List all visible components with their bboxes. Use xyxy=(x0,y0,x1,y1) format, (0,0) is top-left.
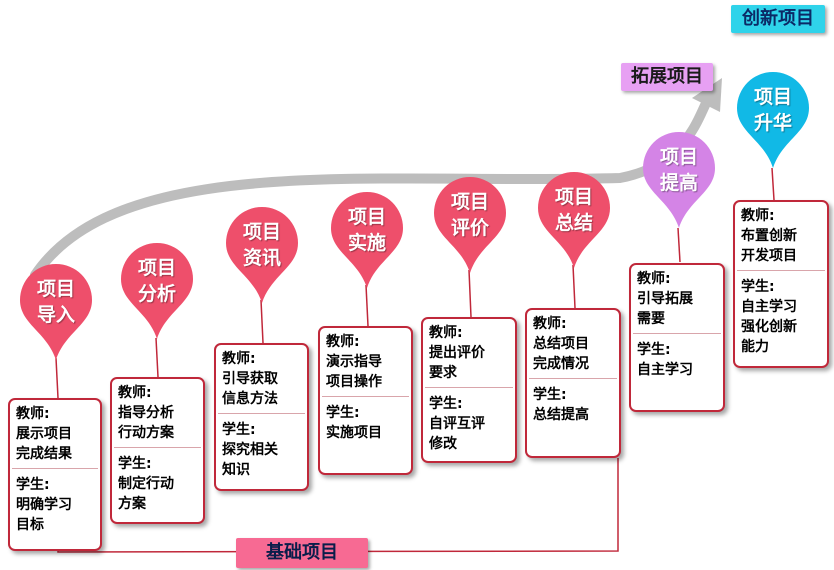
student-text: 探究相关 知识 xyxy=(222,442,278,478)
student-label: 学生: xyxy=(326,405,360,421)
stage-pin-5: 项目 评价 xyxy=(431,175,509,275)
pin-marker-icon xyxy=(226,206,298,303)
stage-card-5: 教师: 提出评价 要求 学生: 自评互评 修改 xyxy=(421,317,517,463)
foundation-project-tag: 基础项目 xyxy=(236,538,368,568)
card-divider xyxy=(425,387,513,388)
stage-pin-7: 项目 提高 xyxy=(640,130,718,230)
card-divider xyxy=(322,396,409,397)
card-divider xyxy=(218,413,305,414)
teacher-label: 教师: xyxy=(222,351,256,367)
card-divider xyxy=(737,270,825,271)
teacher-label: 教师: xyxy=(741,208,775,224)
pin-marker-icon xyxy=(19,263,92,360)
stage-pin-2: 项目 分析 xyxy=(118,241,196,341)
teacher-label: 教师: xyxy=(429,325,463,341)
student-text: 总结提高 xyxy=(533,407,589,423)
student-label: 学生: xyxy=(118,456,152,472)
card-divider xyxy=(529,378,617,379)
student-text: 明确学习 目标 xyxy=(16,497,72,533)
card-divider xyxy=(114,447,201,448)
student-text: 自主学习 强化创新 能力 xyxy=(741,299,797,355)
innovation-project-tag: 创新项目 xyxy=(731,5,825,33)
pin-marker-icon xyxy=(737,71,809,168)
teacher-text: 提出评价 要求 xyxy=(429,345,485,381)
teacher-label: 教师: xyxy=(637,271,671,287)
student-label: 学生: xyxy=(637,342,671,358)
pin-marker-icon xyxy=(331,191,403,288)
stage-card-1: 教师: 展示项目 完成结果 学生: 明确学习 目标 xyxy=(8,398,102,551)
stage-pin-4: 项目 实施 xyxy=(328,190,406,290)
card-divider xyxy=(633,333,721,334)
pin-marker-icon xyxy=(538,171,610,268)
student-label: 学生: xyxy=(533,387,567,403)
student-label: 学生: xyxy=(222,422,256,438)
teacher-text: 指导分析 行动方案 xyxy=(118,405,174,441)
pin-marker-icon xyxy=(643,131,715,228)
student-text: 制定行动 方案 xyxy=(118,476,174,512)
stage-title: 项目 评价 xyxy=(450,191,489,239)
teacher-text: 总结项目 完成情况 xyxy=(533,336,589,372)
teacher-text: 引导获取 信息方法 xyxy=(222,371,278,407)
stage-title: 项目 资讯 xyxy=(242,221,281,269)
stage-card-7: 教师: 引导拓展 需要 学生: 自主学习 xyxy=(629,263,725,412)
teacher-text: 演示指导 项目操作 xyxy=(326,354,382,390)
teacher-label: 教师: xyxy=(533,316,567,332)
extension-project-tag: 拓展项目 xyxy=(621,63,713,91)
pin-marker-icon xyxy=(434,176,506,273)
teacher-label: 教师: xyxy=(16,406,50,422)
stage-card-8: 教师: 布置创新 开发项目 学生: 自主学习 强化创新 能力 xyxy=(733,200,829,368)
stage-pin-6: 项目 总结 xyxy=(535,170,613,270)
teacher-label: 教师: xyxy=(326,334,360,350)
stage-title: 项目 提高 xyxy=(659,146,698,194)
student-label: 学生: xyxy=(16,477,50,493)
teacher-label: 教师: xyxy=(118,385,152,401)
stage-title: 项目 导入 xyxy=(36,278,75,326)
student-text: 自主学习 xyxy=(637,362,693,378)
student-text: 实施项目 xyxy=(326,425,382,441)
pin-marker-icon xyxy=(121,242,193,339)
card-divider xyxy=(12,468,98,469)
teacher-text: 布置创新 开发项目 xyxy=(741,228,797,264)
stage-card-6: 教师: 总结项目 完成情况 学生: 总结提高 xyxy=(525,308,621,458)
stage-title: 项目 实施 xyxy=(347,206,386,254)
teacher-text: 引导拓展 需要 xyxy=(637,291,693,327)
teacher-text: 展示项目 完成结果 xyxy=(16,426,72,462)
student-text: 自评互评 修改 xyxy=(429,416,485,452)
stage-card-2: 教师: 指导分析 行动方案 学生: 制定行动 方案 xyxy=(110,377,205,524)
growth-arrowhead xyxy=(692,78,722,112)
stage-card-3: 教师: 引导获取 信息方法 学生: 探究相关 知识 xyxy=(214,343,309,491)
stage-pin-8: 项目 升华 xyxy=(734,70,812,170)
stage-title: 项目 分析 xyxy=(137,257,176,305)
stage-title: 项目 总结 xyxy=(554,186,593,234)
stage-pin-1: 项目 导入 xyxy=(17,262,95,362)
student-label: 学生: xyxy=(429,396,463,412)
stage-pin-3: 项目 资讯 xyxy=(223,205,301,305)
stage-card-4: 教师: 演示指导 项目操作 学生: 实施项目 xyxy=(318,326,413,475)
stage-title: 项目 升华 xyxy=(753,86,792,134)
student-label: 学生: xyxy=(741,279,775,295)
